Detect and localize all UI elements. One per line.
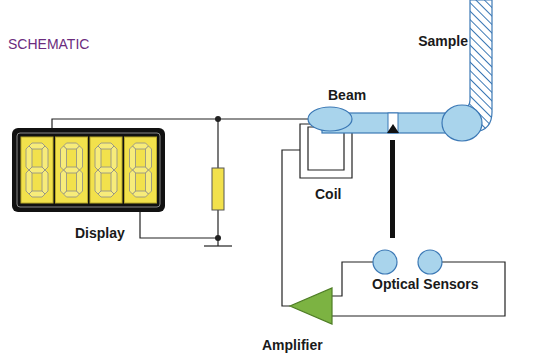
digit-segment [42,146,48,170]
display-bezel [17,133,160,207]
beam-gap [388,113,398,133]
part-label: Beam [328,88,366,103]
digit-segment [26,170,32,194]
digit-cell [90,137,122,203]
digit-segment [42,170,48,194]
seven-segment-digits [21,137,157,203]
digit-segment [77,170,83,194]
pivot-triangle [387,124,399,133]
digit-segment [61,170,67,194]
digit-segment [130,170,136,194]
digit-segment [146,170,152,194]
digit-segment [77,146,83,170]
part-label: Optical Sensors [372,277,479,292]
amplifier-symbol [290,288,332,324]
digit-segment [26,146,32,170]
diagram-title: SCHEMATIC [8,37,89,52]
display-housing [12,128,165,212]
part-label: Display [75,226,125,241]
digit-segment [111,170,117,194]
sample-pan [442,105,482,141]
digit-cell [56,137,88,203]
part-label: Amplifier [262,338,323,353]
digit-segment [95,146,101,170]
digit-segment [61,146,67,170]
optical-sensor [418,250,442,274]
junction-dot [215,235,221,241]
pivot-post [390,140,395,238]
part-label: Sample [418,34,468,49]
digit-segment [111,146,117,170]
coil-magnet [308,107,352,131]
digit-segment [130,146,136,170]
part-label: Coil [315,187,341,202]
digit-segment [146,146,152,170]
digit-cell [125,137,157,203]
digit-cell [21,137,53,203]
junction-dot [215,116,221,122]
optical-sensor [373,250,397,274]
digit-segment [95,170,101,194]
resistor-symbol [212,168,224,210]
circuit-wires [52,119,505,316]
